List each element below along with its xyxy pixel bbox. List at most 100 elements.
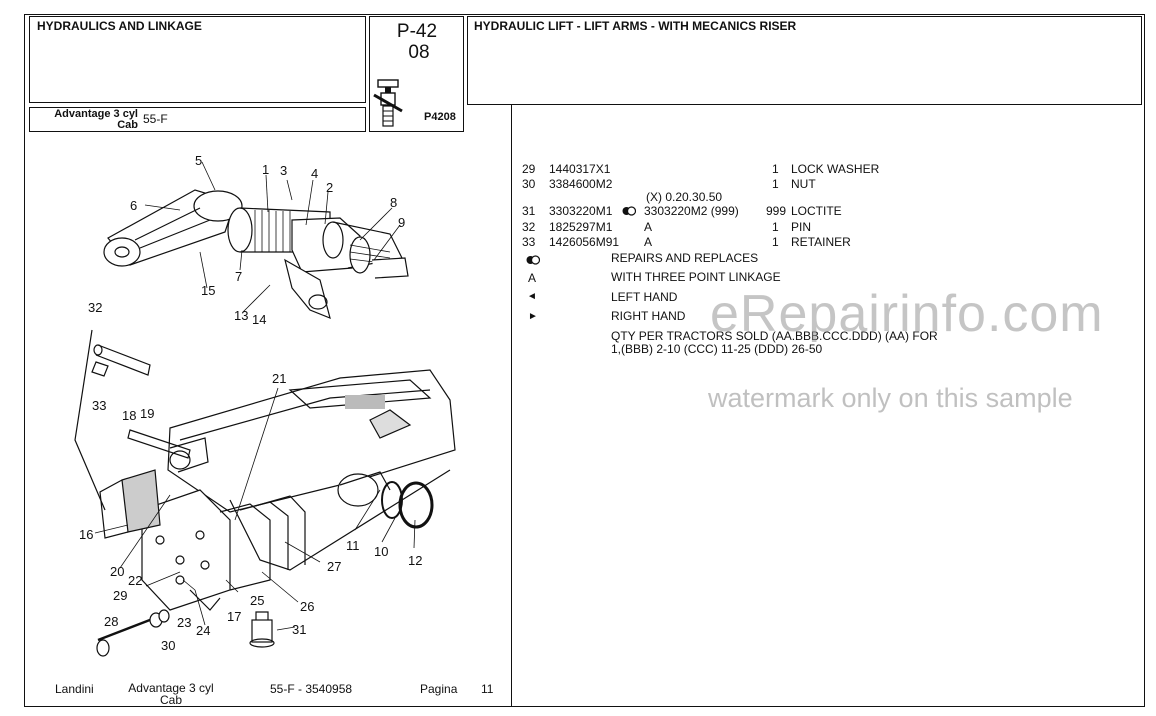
callout-27: 27	[327, 559, 341, 574]
note-cell: (X) 0.20.30.50	[646, 190, 723, 204]
part-number-cell: 1426056M91	[549, 235, 620, 249]
callout-26: 26	[300, 599, 314, 614]
description-cell: LOCK WASHER	[791, 162, 880, 176]
callout-1: 1	[262, 162, 269, 177]
tool-icon	[373, 79, 403, 127]
callout-25: 25	[250, 593, 264, 608]
seal-ring	[398, 481, 434, 529]
callout-31: 31	[292, 622, 306, 637]
callout-20: 20	[110, 564, 124, 579]
callout-14: 14	[252, 312, 266, 327]
callout-29: 29	[113, 588, 127, 603]
footer-model-line-2: Cab	[159, 693, 182, 707]
part-number-cell: 3384600M2	[549, 177, 613, 191]
page-code-box	[369, 16, 464, 132]
callout-10: 10	[374, 544, 388, 559]
section-title: HYDRAULICS AND LINKAGE	[37, 19, 202, 33]
callout-6: 6	[130, 198, 137, 213]
bracket-drawing	[99, 469, 161, 539]
part-number-cell: 3303220M1	[549, 204, 613, 218]
callout-2: 2	[326, 180, 333, 195]
section-title-box	[29, 16, 366, 103]
note-cell: A	[644, 235, 653, 249]
qty-note-line-1: QTY PER TRACTORS SOLD (AA.BBB.CCC.DDD) (…	[611, 329, 938, 343]
callout-12: 12	[408, 553, 422, 568]
footer-model-line-1: Advantage 3 cyl	[128, 681, 214, 695]
callout-19: 19	[140, 406, 154, 421]
callout-33: 33	[92, 398, 106, 413]
description-cell: NUT	[791, 177, 816, 191]
qty-cell: 1	[772, 235, 779, 249]
description-cell: PIN	[791, 220, 812, 234]
leader-lines	[94, 161, 416, 631]
footer-serial: 55-F - 3540958	[270, 682, 353, 696]
repairs-replaces-icon	[526, 255, 540, 265]
model-line-2: Cab	[117, 119, 138, 131]
page-title: HYDRAULIC LIFT - LIFT ARMS - WITH MECANI…	[474, 19, 797, 33]
page-title-box	[467, 16, 1142, 105]
callout-17: 17	[227, 609, 241, 624]
callout-18: 18	[122, 408, 136, 423]
illustration-code: P4208	[424, 111, 456, 123]
footer-page-number: 11	[481, 682, 494, 696]
exploded-parts-diagram: 1 2 3 4 5 6 7 8 9 10 11 12 13 14 15 16 1…	[74, 153, 456, 657]
lift-shaft-drawing	[227, 207, 409, 319]
model-line-1: Advantage 3 cyl	[54, 108, 138, 120]
footer-model: Advantage 3 cyl Cab	[125, 682, 217, 706]
qty-cell: 1	[772, 220, 779, 234]
model-name: Advantage 3 cyl Cab	[48, 109, 138, 131]
legend-text: REPAIRS AND REPLACES	[611, 251, 759, 265]
note-cell: A	[644, 220, 653, 234]
bolt-drawing	[96, 609, 170, 657]
callout-28: 28	[104, 614, 118, 629]
valve-block-drawing	[141, 489, 306, 611]
repairs-replaces-icon	[622, 206, 636, 216]
pin-drawing	[74, 329, 151, 511]
callout-32: 32	[88, 300, 102, 315]
callout-9: 9	[398, 215, 405, 230]
page-frame	[24, 14, 1145, 707]
callout-8: 8	[390, 195, 397, 210]
ref-cell: 30	[522, 177, 536, 191]
callout-16: 16	[79, 527, 93, 542]
callout-4: 4	[311, 166, 318, 181]
watermark-sub: watermark only on this sample	[708, 383, 1073, 413]
callout-30: 30	[161, 638, 175, 653]
qty-note-line-2: 1,(BBB) 2-10 (CCC) 11-25 (DDD) 26-50	[611, 342, 823, 356]
legend-text: LEFT HAND	[611, 290, 678, 304]
description-cell: LOCTITE	[791, 204, 842, 218]
qty-cell: 1	[772, 177, 779, 191]
model-code: 55-F	[143, 112, 168, 126]
ref-cell: 33	[522, 235, 536, 249]
model-box	[29, 107, 366, 132]
callout-24: 24	[196, 623, 210, 638]
right-hand-icon: ►	[528, 311, 538, 322]
note-cell: 3303220M2 (999)	[644, 204, 739, 218]
legend-text: RIGHT HAND	[611, 309, 686, 323]
callout-7: 7	[235, 269, 242, 284]
footer-page-label: Pagina	[420, 682, 458, 696]
qty-cell: 1	[772, 162, 779, 176]
callout-21: 21	[272, 371, 286, 386]
column-divider	[511, 105, 513, 707]
ref-cell: 31	[522, 204, 536, 218]
seal-ring	[381, 481, 403, 519]
bottle-drawing	[249, 611, 275, 648]
footer-brand: Landini	[55, 682, 94, 696]
lift-arm-drawing	[103, 189, 243, 267]
description-cell: RETAINER	[791, 235, 851, 249]
qty-cell: 999	[766, 204, 787, 218]
page-sub-code: 08	[408, 42, 430, 63]
callout-3: 3	[280, 163, 287, 178]
legend-symbol: A	[528, 271, 537, 285]
watermark-main: eRepairinfo.com	[710, 285, 1104, 343]
ref-cell: 32	[522, 220, 536, 234]
callout-22: 22	[128, 573, 142, 588]
callout-23: 23	[177, 615, 191, 630]
lift-housing-drawing	[167, 369, 456, 571]
part-number-cell: 1440317X1	[549, 162, 611, 176]
legend-text: WITH THREE POINT LINKAGE	[611, 270, 781, 284]
part-number-cell: 1825297M1	[549, 220, 613, 234]
pin-drawing	[127, 429, 191, 459]
page-code: P-42	[396, 21, 438, 42]
